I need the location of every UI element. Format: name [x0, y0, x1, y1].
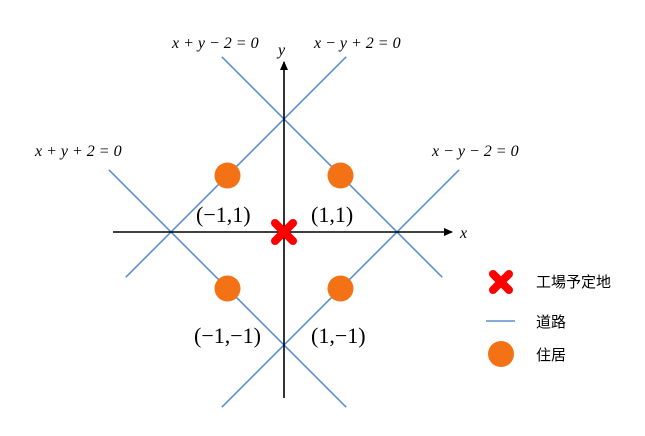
house-marker	[327, 275, 354, 302]
road-label-x-minus-y-plus-2: x − y + 2 = 0	[313, 35, 401, 52]
road-label-x-plus-y-minus-2: x + y − 2 = 0	[171, 35, 259, 52]
house-label-1-1: (1,1)	[311, 202, 353, 227]
legend-house-icon	[488, 341, 514, 367]
house-label-minus1-1: (−1,1)	[196, 202, 251, 227]
house-label-1-minus1: (1,−1)	[311, 323, 366, 348]
road-label-x-plus-y-plus-2: x + y + 2 = 0	[34, 143, 122, 160]
house-marker	[214, 162, 241, 189]
legend: 工場予定地 道路 住居	[486, 270, 611, 367]
x-axis-label: x	[459, 225, 467, 242]
house-marker	[327, 162, 354, 189]
legend-factory-label: 工場予定地	[536, 273, 611, 291]
legend-factory-icon	[489, 270, 513, 294]
legend-road-label: 道路	[536, 313, 566, 331]
factory-x-marker	[271, 219, 297, 245]
house-label-minus1-minus1: (−1,−1)	[194, 323, 261, 348]
y-axis-label: y	[276, 42, 286, 59]
house-marker	[214, 275, 241, 302]
houses	[214, 162, 354, 302]
legend-house-label: 住居	[536, 346, 566, 364]
road-label-x-minus-y-minus-2: x − y − 2 = 0	[431, 143, 519, 160]
